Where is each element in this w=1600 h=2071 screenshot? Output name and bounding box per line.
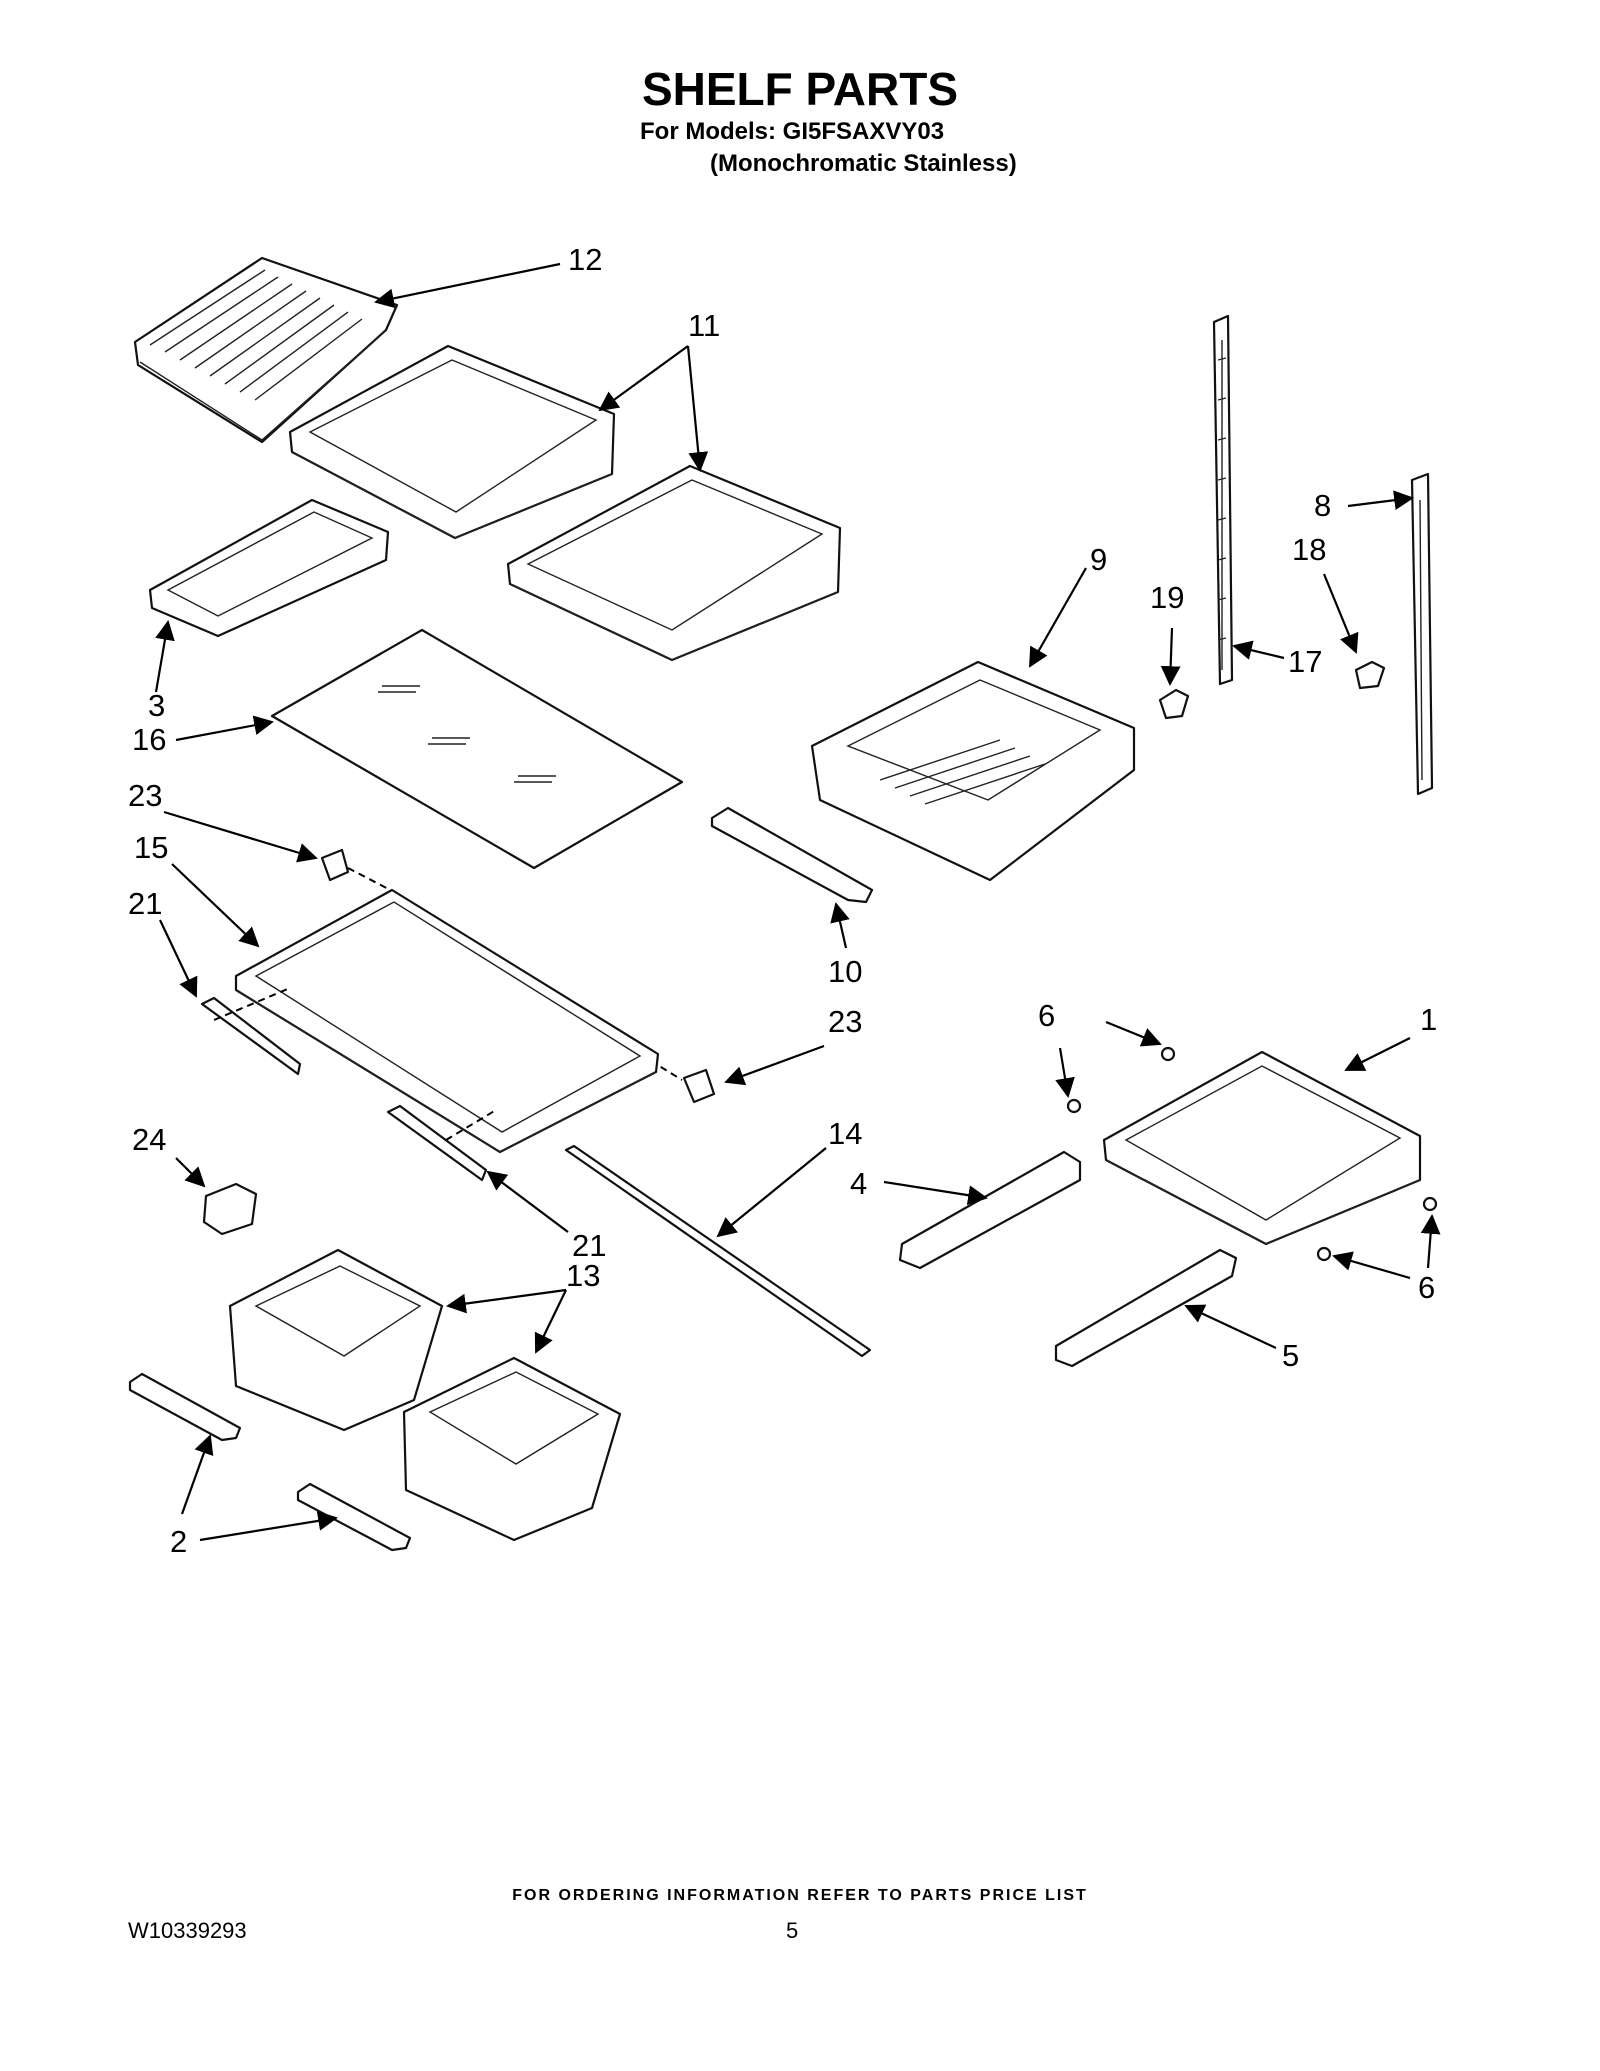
callout-3: 3 xyxy=(148,688,165,723)
deli-drawer-part-9 xyxy=(810,660,1136,882)
rail-part-14 xyxy=(564,1144,872,1358)
shelf-frame-part-11-upper xyxy=(288,344,616,540)
model-number: For Models: GI5FSAXVY03 xyxy=(640,118,945,145)
screw-part-6-a xyxy=(1160,1046,1176,1062)
callout-13: 13 xyxy=(566,1258,600,1293)
drawer-trim-part-2-left xyxy=(128,1372,242,1442)
wire-basket-part-12 xyxy=(133,256,399,444)
callout-14: 14 xyxy=(828,1116,862,1151)
callout-12: 12 xyxy=(568,242,602,277)
callout-21-upper: 21 xyxy=(128,886,162,921)
callout-6-lower: 6 xyxy=(1418,1270,1435,1305)
callout-17: 17 xyxy=(1288,644,1322,679)
screw-part-6-b xyxy=(1066,1098,1082,1114)
crisper-drawer-part-13-lower xyxy=(402,1356,622,1542)
slide-part-5 xyxy=(1054,1248,1238,1368)
callout-23-upper: 23 xyxy=(128,778,162,813)
shelf-frame-part-15 xyxy=(234,888,660,1154)
shelf-part-1 xyxy=(1102,1050,1422,1246)
drawer-trim-part-2-right xyxy=(296,1482,412,1552)
narrow-shelf-part-3 xyxy=(148,498,390,638)
callout-16: 16 xyxy=(132,722,166,757)
callout-6-upper: 6 xyxy=(1038,998,1055,1033)
callout-10: 10 xyxy=(828,954,862,989)
glass-shelf-part-16 xyxy=(270,628,684,870)
slide-21-dashed-guide-right xyxy=(445,1109,497,1141)
slide-21-dashed-guide-left xyxy=(213,987,291,1021)
shelf-ladder-part-8 xyxy=(1410,472,1434,796)
clip-23-dashed-guide-upper xyxy=(347,867,399,895)
screw-part-6-d xyxy=(1316,1246,1332,1262)
callout-11: 11 xyxy=(688,308,720,343)
crisper-drawer-part-13-upper xyxy=(228,1248,444,1432)
screw-part-19 xyxy=(1158,688,1190,720)
page-title: SHELF PARTS xyxy=(641,63,959,115)
drawer-trim-part-10 xyxy=(710,806,874,904)
screw-part-6-c xyxy=(1422,1196,1438,1212)
callout-19: 19 xyxy=(1150,580,1184,615)
callout-23-lower: 23 xyxy=(828,1004,862,1039)
clip-part-23-lower xyxy=(682,1068,716,1104)
callout-15: 15 xyxy=(134,830,168,865)
slide-part-21-right xyxy=(386,1104,488,1182)
callout-8: 8 xyxy=(1314,488,1331,523)
leader-lines xyxy=(154,262,1441,1542)
model-variant: (Monochromatic Stainless) xyxy=(710,150,1017,177)
callout-21-lower: 21 xyxy=(572,1228,606,1263)
screw-part-18 xyxy=(1354,660,1386,690)
callout-1: 1 xyxy=(1420,1002,1437,1037)
callout-4: 4 xyxy=(850,1166,867,1201)
callout-2: 2 xyxy=(170,1524,187,1559)
bracket-part-24 xyxy=(202,1182,258,1236)
document-number: W10339293 xyxy=(128,1918,247,1943)
page-number: 5 xyxy=(786,1918,799,1943)
callout-24: 24 xyxy=(132,1122,166,1157)
shelf-ladder-part-17 xyxy=(1212,314,1234,686)
slide-part-21-left xyxy=(200,996,302,1076)
slide-part-4 xyxy=(898,1150,1082,1270)
callout-5: 5 xyxy=(1282,1338,1299,1373)
callout-9: 9 xyxy=(1090,542,1107,577)
ordering-note: FOR ORDERING INFORMATION REFER TO PARTS … xyxy=(512,1887,1088,1904)
clip-part-23-upper xyxy=(320,848,350,882)
callout-18: 18 xyxy=(1292,532,1326,567)
